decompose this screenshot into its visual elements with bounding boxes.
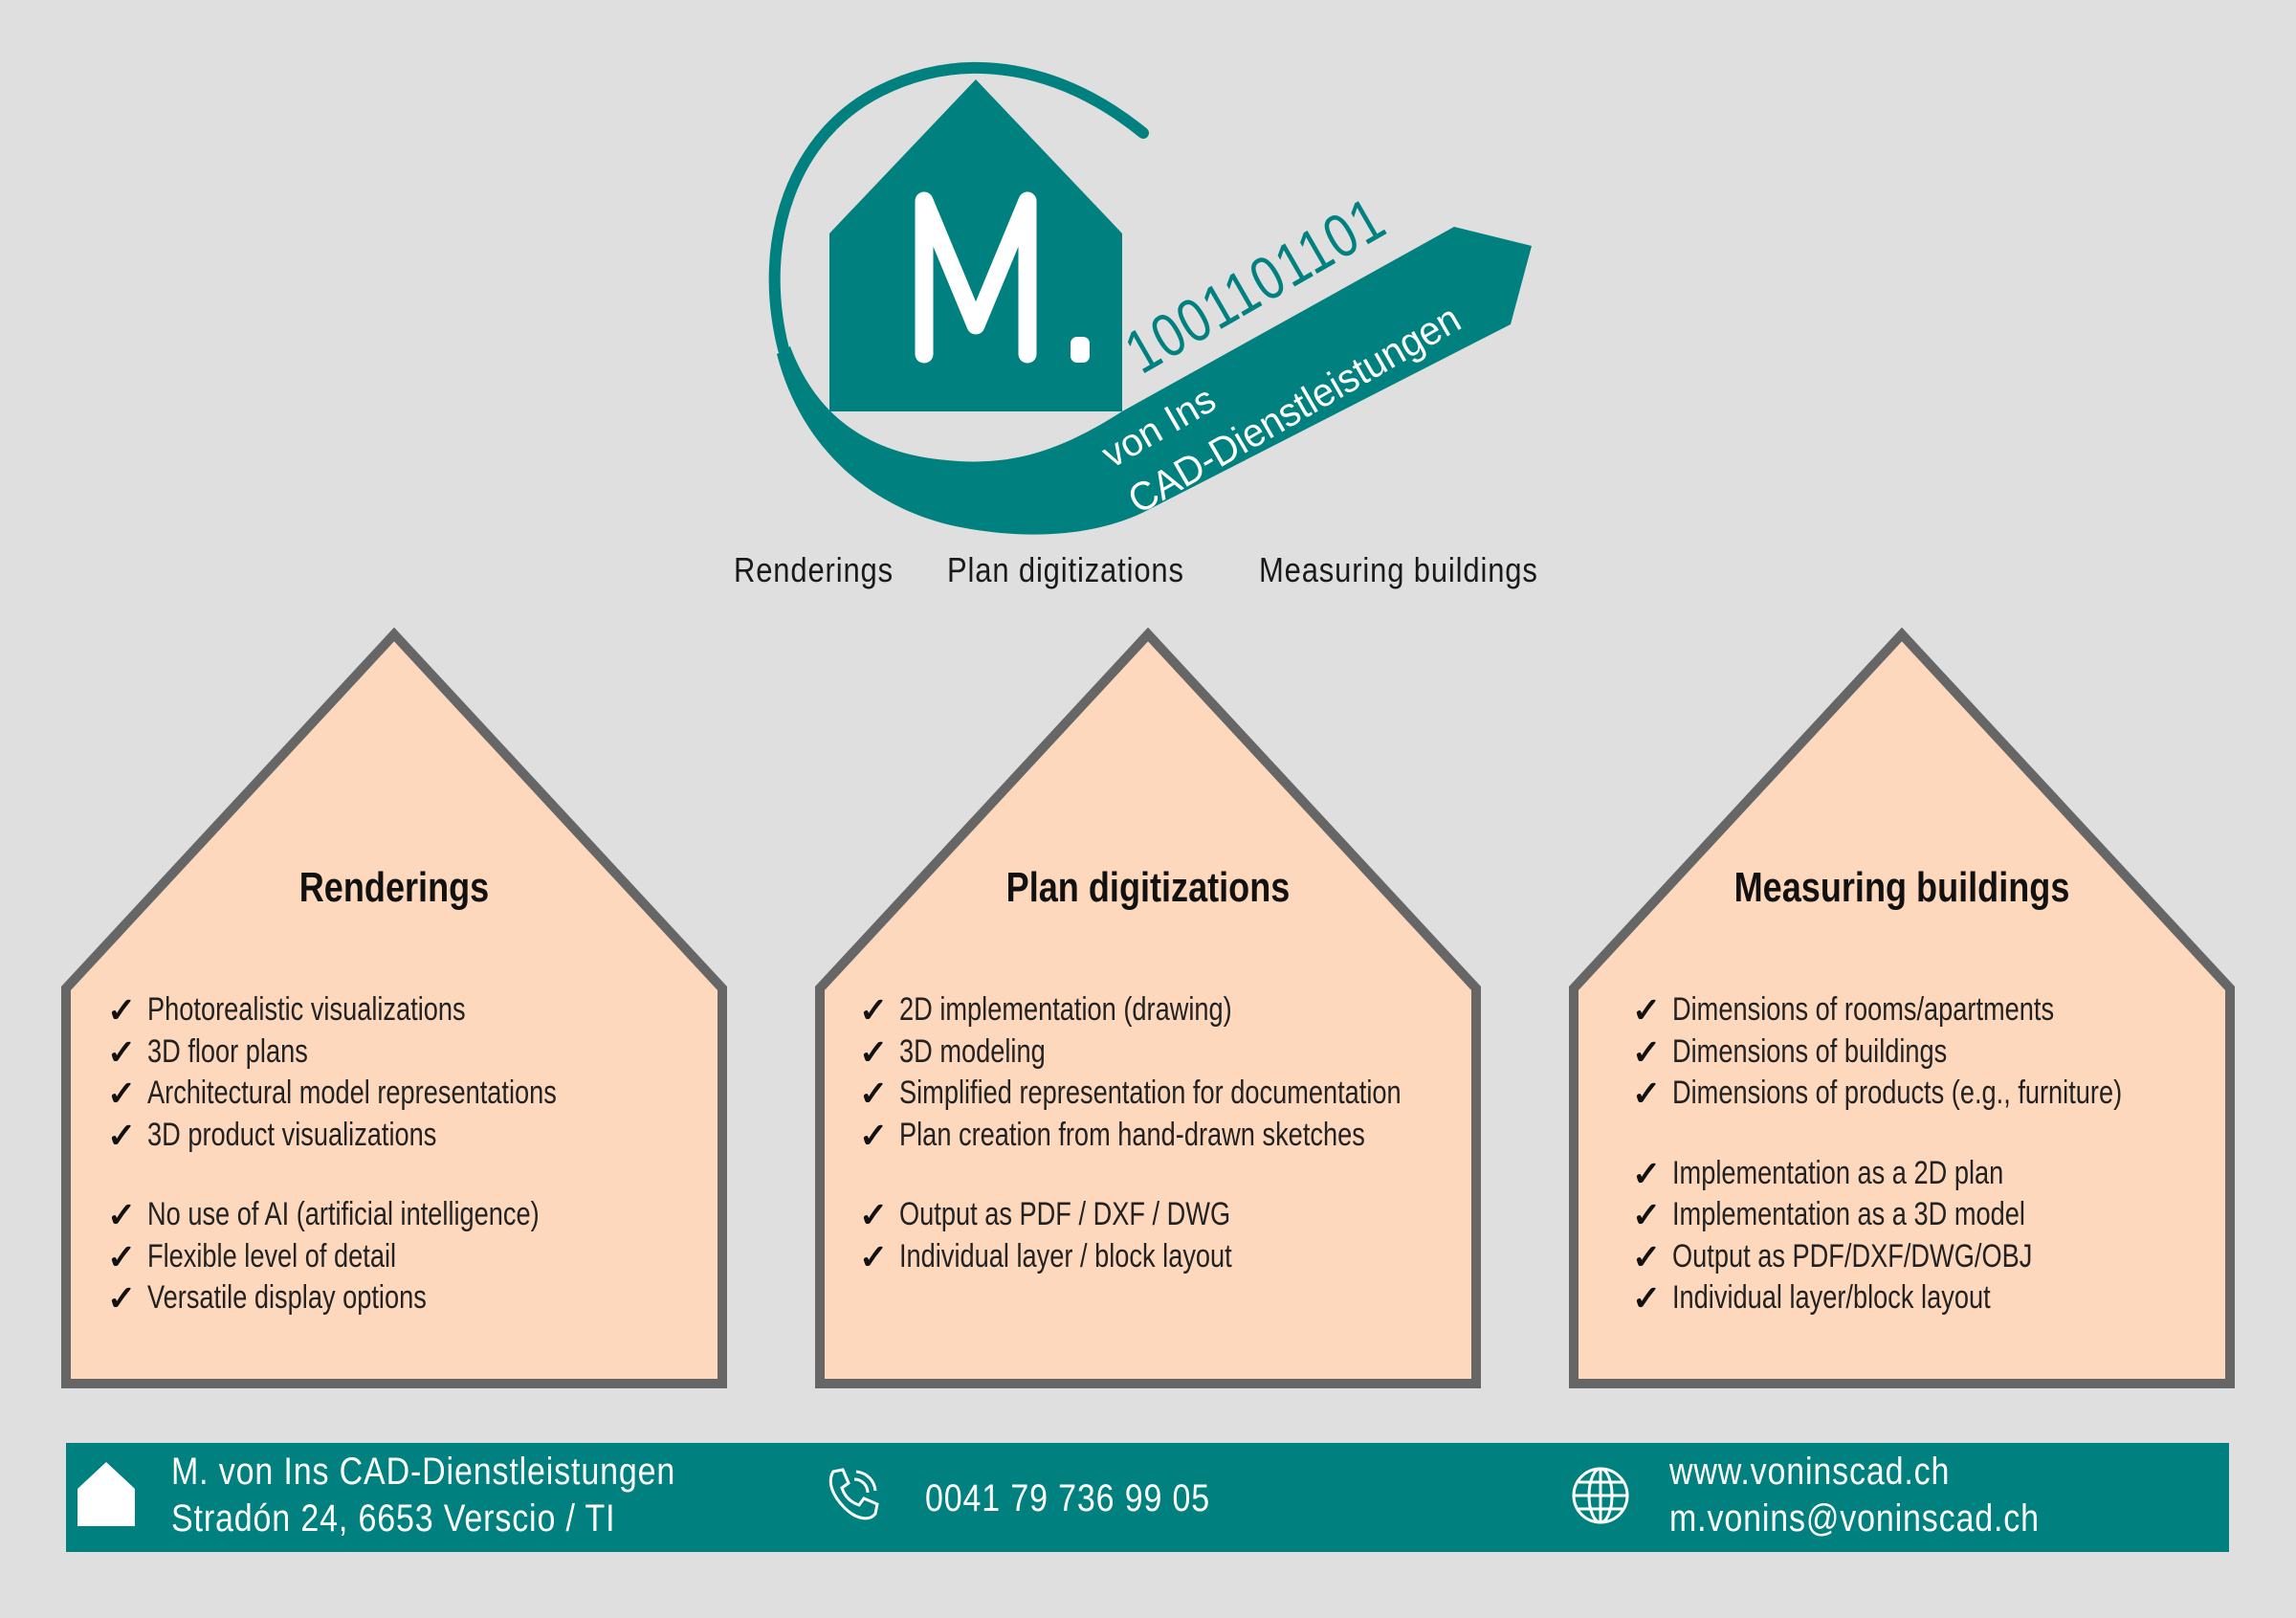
- footer-bar: M. von Ins CAD-Dienstleistungen Stradón …: [66, 1443, 2229, 1552]
- website-link[interactable]: www.voninscad.ch: [1669, 1451, 1951, 1493]
- service-label: Measuring buildings: [1259, 550, 1538, 589]
- check-icon: ✓: [1632, 1236, 1662, 1276]
- check-icon: ✓: [859, 1074, 889, 1113]
- list-item: ✓Dimensions of buildings: [1632, 1031, 1948, 1072]
- list-item: ✓Flexible level of detail: [107, 1236, 397, 1276]
- list-item: ✓Implementation as a 2D plan: [1632, 1153, 2004, 1193]
- list-item: ✓Individual layer / block layout: [859, 1236, 1232, 1276]
- check-icon: ✓: [1632, 1278, 1662, 1318]
- check-icon: ✓: [859, 1115, 889, 1155]
- logo-ribbon: [777, 227, 1532, 535]
- check-icon: ✓: [1632, 1074, 1662, 1113]
- check-icon: ✓: [107, 1074, 137, 1113]
- card-house-plan: [815, 627, 1481, 1388]
- logo-house: [829, 79, 1122, 411]
- list-item: ✓Dimensions of products (e.g., furniture…: [1632, 1074, 2123, 1113]
- phone-icon: [828, 1468, 879, 1520]
- check-icon: ✓: [107, 1236, 137, 1276]
- list-item: ✓Versatile display options: [107, 1278, 427, 1318]
- list-item: ✓3D floor plans: [107, 1031, 308, 1072]
- check-icon: ✓: [859, 990, 889, 1030]
- list-item: ✓Output as PDF/DXF/DWG/OBJ: [1632, 1236, 2033, 1276]
- card-title: Measuring buildings: [1733, 864, 2070, 911]
- logo-letter-m: [915, 191, 1037, 364]
- company-name: M. von Ins CAD-Dienstleistungen: [171, 1451, 676, 1493]
- logo-dot: [1071, 337, 1090, 363]
- check-icon: ✓: [1632, 1153, 1662, 1193]
- house-icon: [77, 1462, 135, 1526]
- card-list: ✓2D implementation (drawing) ✓3D modelin…: [859, 989, 1527, 1277]
- list-item: ✓No use of AI (artificial intelligence): [107, 1195, 540, 1234]
- service-label: Renderings: [734, 550, 894, 589]
- logo: 1001101101 von Ins CAD-Dienstleistungen: [768, 62, 1532, 535]
- card-house-renderings: [61, 627, 727, 1388]
- cards-shapes: [61, 627, 2235, 1388]
- card-list: ✓Photorealistic visualizations ✓3D floor…: [107, 989, 659, 1319]
- list-item: ✓Architectural model representations: [107, 1074, 557, 1113]
- email-link[interactable]: m.vonins@voninscad.ch: [1669, 1497, 2040, 1540]
- check-icon: ✓: [859, 1031, 889, 1072]
- logo-arc: [768, 62, 1149, 355]
- list-item: ✓Dimensions of rooms/apartments: [1632, 990, 2055, 1030]
- phone-number[interactable]: 0041 79 736 99 05: [925, 1477, 1211, 1519]
- check-icon: ✓: [859, 1195, 889, 1234]
- check-icon: ✓: [107, 1031, 137, 1072]
- check-icon: ✓: [1632, 1031, 1662, 1072]
- card-list: ✓Dimensions of rooms/apartments ✓Dimensi…: [1632, 989, 2235, 1319]
- list-item: ✓Individual layer/block layout: [1632, 1278, 1991, 1318]
- check-icon: ✓: [107, 1195, 137, 1234]
- list-item: ✓Simplified representation for documenta…: [859, 1074, 1402, 1113]
- check-icon: ✓: [107, 1115, 137, 1155]
- company-address: Stradón 24, 6653 Verscio / TI: [171, 1497, 616, 1540]
- check-icon: ✓: [107, 1278, 137, 1318]
- card-house-measuring: [1569, 627, 2235, 1388]
- list-item: ✓3D product visualizations: [107, 1115, 437, 1155]
- card-title: Renderings: [298, 864, 490, 911]
- check-icon: ✓: [107, 990, 137, 1030]
- service-label: Plan digitizations: [947, 550, 1184, 589]
- globe-icon: [1572, 1467, 1629, 1524]
- check-icon: ✓: [1632, 1195, 1662, 1234]
- list-item: ✓Output as PDF / DXF / DWG: [859, 1195, 1231, 1234]
- check-icon: ✓: [859, 1236, 889, 1276]
- list-item: ✓3D modeling: [859, 1031, 1046, 1072]
- list-item: ✓Plan creation from hand-drawn sketches: [859, 1115, 1365, 1155]
- card-title: Plan digitizations: [1005, 864, 1291, 911]
- list-item: ✓Photorealistic visualizations: [107, 990, 466, 1030]
- list-item: ✓2D implementation (drawing): [859, 990, 1232, 1030]
- list-item: ✓Implementation as a 3D model: [1632, 1195, 2025, 1234]
- check-icon: ✓: [1632, 990, 1662, 1030]
